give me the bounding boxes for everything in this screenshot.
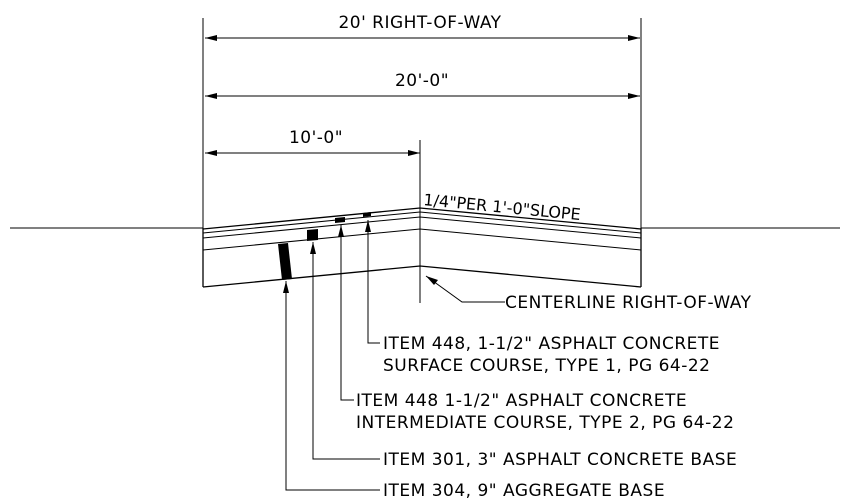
centerline-label: CENTERLINE RIGHT-OF-WAY: [505, 293, 752, 313]
callout-intermediate-arrow: [338, 225, 344, 237]
overall-arrow-left: [205, 93, 217, 99]
callout-aggregate-base-arrow: [283, 281, 289, 293]
callout-asphalt-base-arrow: [310, 242, 316, 254]
callout-asphalt-base-leader: [312, 242, 380, 460]
row-dimension: 20' RIGHT-OF-WAY: [205, 13, 640, 41]
half-dimension: 10'-0": [205, 128, 420, 156]
aggregate-base-bottom: [202, 265, 642, 288]
overall-dimension-label: 20'-0": [395, 71, 449, 91]
overall-dimension: 20'-0": [205, 71, 640, 99]
callout-asphalt-base: ITEM 301, 3" ASPHALT CONCRETE BASE: [310, 242, 737, 470]
callout-aggregate-base-text: ITEM 304, 9" AGGREGATE BASE: [383, 481, 665, 501]
row-arrow-left: [205, 35, 217, 41]
callout-surface-line1: ITEM 448, 1-1/2" ASPHALT CONCRETE: [383, 334, 720, 354]
callout-surface-arrow: [365, 220, 371, 232]
half-arrow-right: [408, 150, 420, 156]
half-dimension-label: 10'-0": [289, 128, 343, 148]
callout-intermediate-course: ITEM 448 1-1/2" ASPHALT CONCRETE INTERME…: [338, 225, 734, 433]
surface-course-top: [202, 207, 642, 230]
callout-intermediate-leader: [340, 225, 354, 401]
callout-surface-line2: SURFACE COURSE, TYPE 1, PG 64-22: [383, 356, 710, 376]
callout-asphalt-base-text: ITEM 301, 3" ASPHALT CONCRETE BASE: [383, 450, 737, 470]
centerline-leader-arrow: [426, 276, 438, 285]
intermediate-course-hatch: [335, 217, 345, 223]
callout-surface-course: ITEM 448, 1-1/2" ASPHALT CONCRETE SURFAC…: [365, 220, 720, 376]
aggregate-base-hatch: [278, 243, 292, 280]
callout-aggregate-base-leader: [285, 281, 380, 491]
row-arrow-right: [628, 35, 640, 41]
pavement-layers: [202, 207, 642, 288]
centerline-leader: CENTERLINE RIGHT-OF-WAY: [425, 275, 752, 313]
row-dimension-label: 20' RIGHT-OF-WAY: [338, 13, 501, 33]
intermediate-course-top: [202, 211, 642, 234]
surface-course-hatch: [363, 212, 371, 217]
aggregate-base-top: [202, 228, 642, 251]
callout-intermediate-line2: INTERMEDIATE COURSE, TYPE 2, PG 64-22: [356, 413, 734, 433]
base-course-hatch: [307, 229, 318, 241]
centerline-leader-line: [425, 275, 505, 303]
callout-aggregate-base: ITEM 304, 9" AGGREGATE BASE: [283, 281, 665, 501]
slope-note: 1/4"PER 1'-0"SLOPE: [423, 190, 582, 224]
callout-surface-leader: [367, 220, 380, 344]
callout-intermediate-line1: ITEM 448 1-1/2" ASPHALT CONCRETE: [356, 391, 687, 411]
base-course-top: [202, 216, 642, 239]
half-arrow-left: [205, 150, 217, 156]
overall-arrow-right: [628, 93, 640, 99]
